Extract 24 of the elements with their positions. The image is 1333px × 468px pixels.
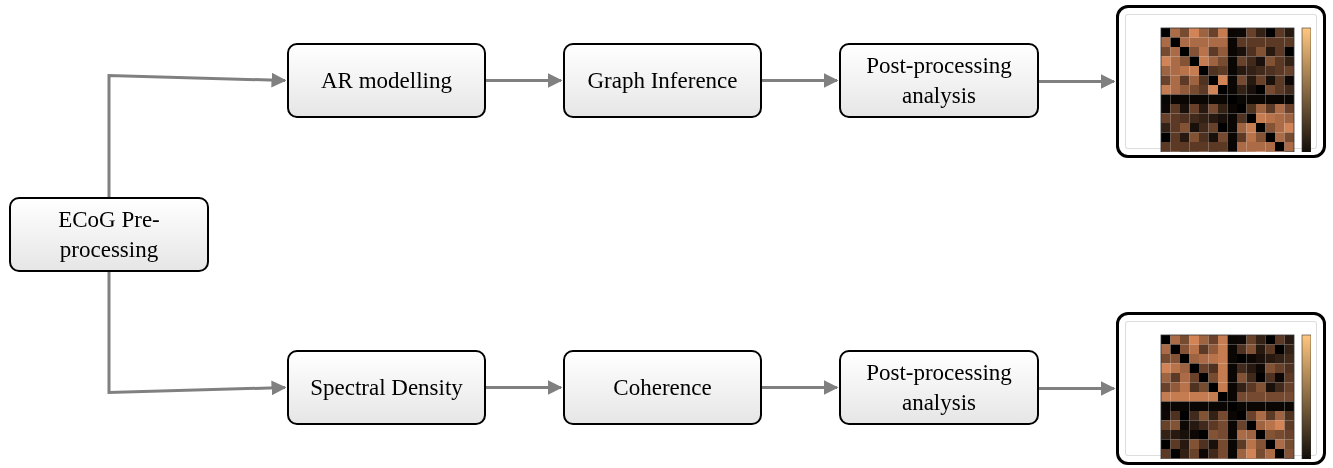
- process-box: [839, 350, 1039, 425]
- arrow: [762, 380, 839, 395]
- heatmap-card: [1116, 312, 1326, 465]
- heatmap-card: [1116, 5, 1326, 158]
- arrow: [762, 73, 839, 88]
- arrow: [107, 272, 287, 396]
- arrow: [486, 380, 563, 395]
- box-label: Spectral Density: [310, 373, 463, 402]
- arrow: [1039, 74, 1116, 89]
- box-label: AR modelling: [321, 66, 452, 95]
- process-box: [563, 43, 762, 118]
- arrow: [1039, 381, 1116, 396]
- process-box: [287, 350, 486, 425]
- box-label: Graph Inference: [587, 66, 738, 95]
- process-box: [563, 350, 762, 425]
- box-label: Coherence: [613, 373, 712, 402]
- process-box: [839, 43, 1039, 118]
- box-label: Post-processing analysis: [865, 51, 1013, 110]
- process-box: [9, 197, 209, 272]
- box-label: ECoG Pre-processing: [57, 205, 161, 264]
- box-label: Post-processing analysis: [865, 358, 1013, 417]
- arrow: [107, 72, 287, 197]
- process-box: [287, 43, 486, 118]
- arrow: [486, 73, 563, 88]
